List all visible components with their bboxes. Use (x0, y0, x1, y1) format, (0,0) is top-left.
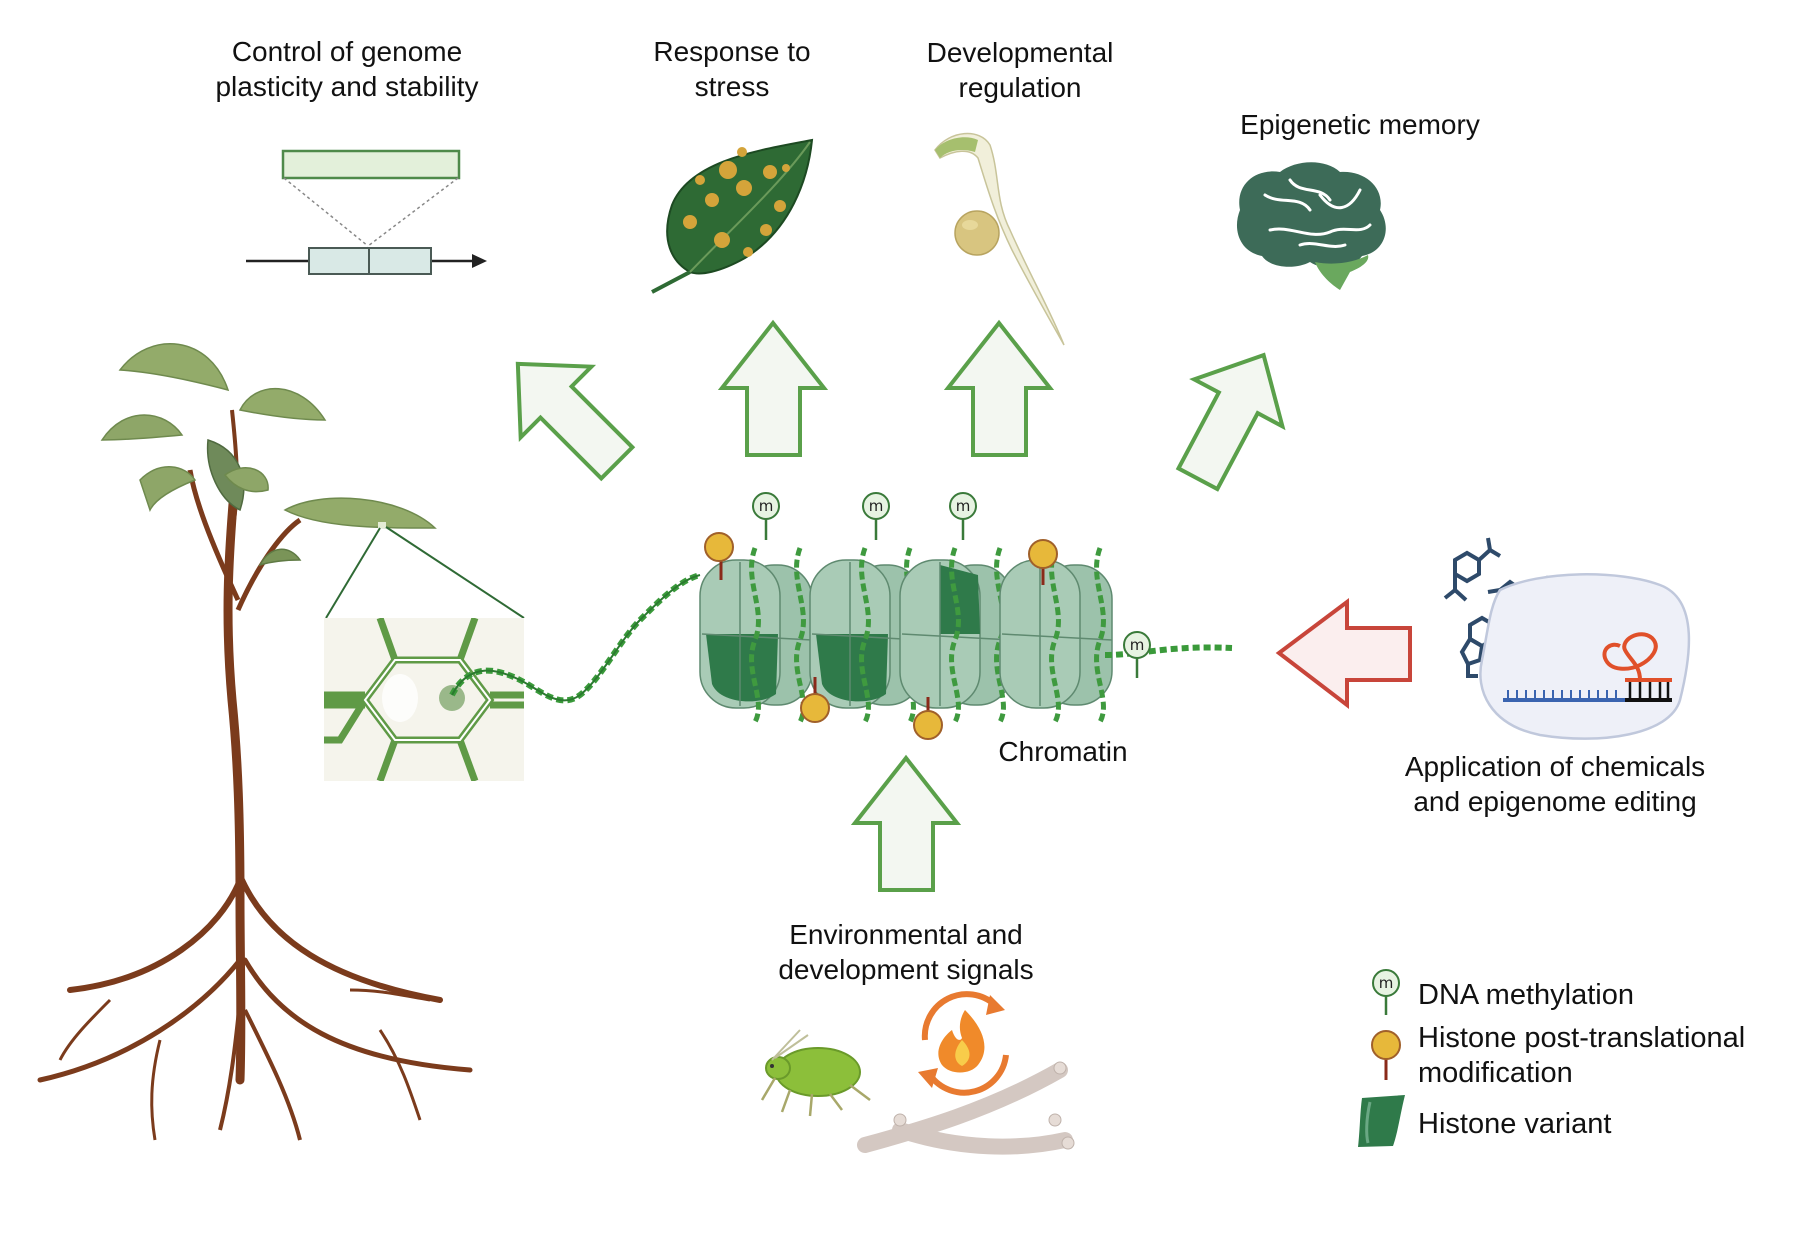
dna-wrap (794, 547, 806, 724)
legend: m DNA methylation Histone post-translati… (1358, 969, 1745, 1147)
crispr-complex-icon (1479, 573, 1691, 740)
gene-insertion-icon (246, 149, 487, 275)
nucleosome (999, 547, 1113, 724)
arrow-from-editing (1275, 598, 1412, 710)
histone-ptm-icon (1371, 1030, 1401, 1060)
histone-ptm-mark (913, 697, 943, 740)
methylation-mark: m (1123, 631, 1151, 678)
outcome-genome-title-2: plasticity and stability (215, 71, 478, 102)
dna-wrap (749, 547, 761, 724)
dna-wrap (949, 547, 961, 724)
histone-variant (940, 565, 980, 634)
arrow-to-genome (515, 361, 636, 482)
fungal-hyphae-icon (857, 1061, 1075, 1155)
histone-variant (816, 634, 888, 702)
nucleosome (899, 547, 1013, 724)
dna-strand-right (1104, 644, 1233, 658)
nucleosome (809, 547, 923, 724)
outcome-stress-title-1: Response to (653, 36, 810, 67)
legend-label-histone-ptm-2: modification (1418, 1057, 1573, 1089)
dna-wrap (859, 547, 871, 724)
temperature-cycle-icon (918, 991, 1009, 1096)
dna-wrap (994, 547, 1006, 724)
legend-label-histone-ptm-1: Histone post-translational (1418, 1022, 1745, 1054)
outcome-stress-title-2: stress (695, 71, 770, 102)
histone-ptm-mark (800, 677, 830, 723)
brain-icon (1236, 162, 1386, 290)
methylation-mark: m (949, 492, 977, 540)
plant-illustration (37, 343, 473, 1141)
outcome-stress: Response to stress (651, 36, 814, 294)
seedling-icon (934, 132, 1065, 346)
svg-text:m: m (869, 497, 884, 515)
chromatin: m m m m (699, 492, 1233, 767)
outcome-memory: Epigenetic memory (1236, 109, 1480, 290)
legend-item-dna-methylation: m DNA methylation (1372, 969, 1634, 1015)
svg-text:m: m (1379, 974, 1394, 992)
input-signals: Environmental and development signals (760, 919, 1075, 1155)
methylation-mark: m (752, 492, 780, 540)
histone-ptm-mark (704, 532, 734, 580)
plant-cell-magnification (324, 618, 524, 781)
arrow-to-stress (717, 319, 829, 457)
outcome-memory-title: Epigenetic memory (1240, 109, 1480, 140)
histone-variant-icon (1358, 1095, 1405, 1147)
dna-wrap (1049, 547, 1061, 724)
outcome-genome-title-1: Control of genome (232, 36, 462, 67)
svg-text:m: m (956, 497, 971, 515)
svg-text:m: m (759, 497, 774, 515)
outcome-development-title-1: Developmental (927, 37, 1114, 68)
outcome-development: Developmental regulation (927, 37, 1114, 346)
legend-item-histone-ptm: Histone post-translational modification (1371, 1022, 1745, 1089)
arrow-from-signals (850, 754, 962, 892)
editing-title-2: and epigenome editing (1413, 786, 1696, 817)
dna-wrap (1094, 547, 1106, 724)
input-editing: Application of chemicals and epigenome e… (1405, 537, 1705, 817)
legend-item-histone-variant: Histone variant (1358, 1095, 1611, 1147)
aphid-icon (760, 1029, 871, 1117)
editing-title-1: Application of chemicals (1405, 751, 1705, 782)
chromatin-label: Chromatin (998, 736, 1127, 767)
methylation-icon (1372, 969, 1400, 997)
nucleus (439, 685, 465, 711)
zoom-line-right (385, 526, 525, 619)
zoom-line-left (325, 527, 381, 619)
svg-text:m: m (1130, 636, 1145, 654)
outcome-genome: Control of genome plasticity and stabili… (215, 36, 487, 275)
histone-variant (706, 634, 778, 702)
signals-title-1: Environmental and (789, 919, 1022, 950)
legend-label-dna-methylation: DNA methylation (1418, 979, 1634, 1011)
histone-ptm-mark (1028, 539, 1058, 585)
legend-label-histone-variant: Histone variant (1418, 1108, 1611, 1140)
diseased-leaf-icon (651, 138, 814, 294)
outcome-development-title-2: regulation (959, 72, 1082, 103)
nucleosome (699, 547, 813, 724)
arrow-to-memory (1175, 352, 1286, 492)
arrow-to-development (943, 319, 1055, 457)
methylation-mark: m (862, 492, 890, 540)
signals-title-2: development signals (778, 954, 1033, 985)
